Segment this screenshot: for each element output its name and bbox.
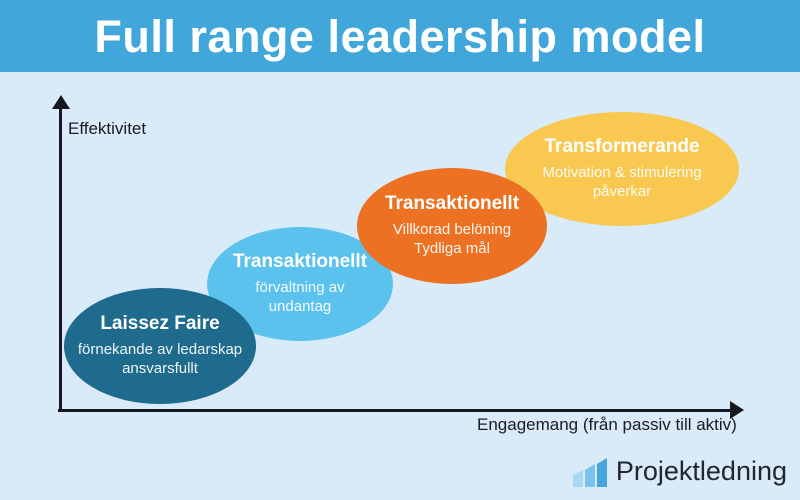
stage-laissez-faire: Laissez Faire förnekande av ledarskap an… xyxy=(64,288,256,404)
x-axis-line xyxy=(58,409,730,412)
stage-description: förnekande av ledarskap ansvarsfullt xyxy=(77,341,243,377)
stage-title: Transaktionellt xyxy=(384,193,520,215)
x-axis-arrow-icon xyxy=(730,401,744,419)
y-axis-arrow-icon xyxy=(52,95,70,109)
y-axis-label: Effektivitet xyxy=(68,119,147,138)
ascending-bars-chart-icon xyxy=(572,458,607,487)
stage-description: Motivation & stimulering påverkar xyxy=(542,164,702,200)
title-banner: Full range leadership model xyxy=(0,0,800,72)
x-axis-label: Engagemang (från passiv till aktiv) xyxy=(477,415,737,434)
stage-title: Laissez Faire xyxy=(100,313,220,335)
page-title: Full range leadership model xyxy=(94,10,706,62)
stage-description: förvaltning av undantag xyxy=(255,279,345,315)
y-axis-line xyxy=(59,107,62,411)
brand-logo: Projektledning xyxy=(572,456,787,487)
stage-description: Villkorad belöning Tydliga mål xyxy=(392,221,512,257)
stage-transaktionellt-beloning: Transaktionellt Villkorad belöning Tydli… xyxy=(357,168,547,284)
stage-transformerande: Transformerande Motivation & stimulering… xyxy=(505,112,739,226)
stage-title: Transaktionellt xyxy=(232,251,368,273)
stage-title: Transformerande xyxy=(544,136,700,158)
brand-name: Projektledning xyxy=(615,456,787,486)
